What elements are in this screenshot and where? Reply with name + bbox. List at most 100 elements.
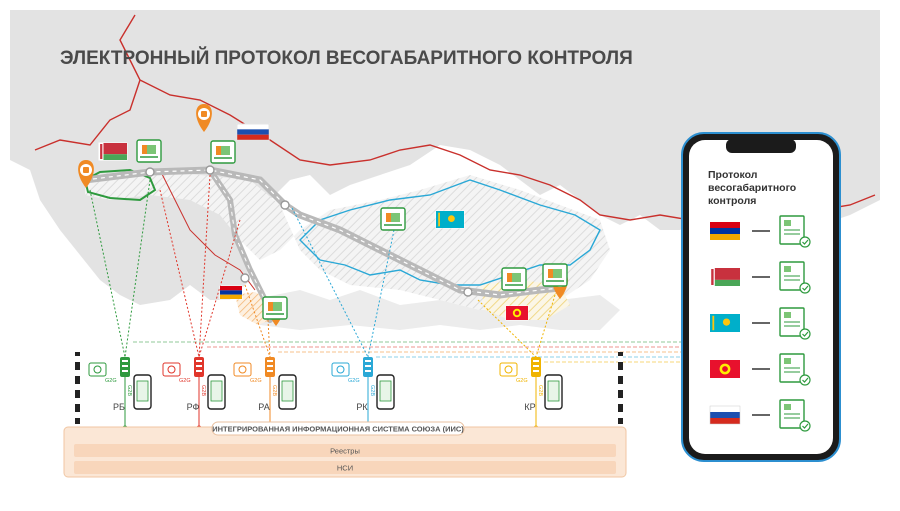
station-truck xyxy=(216,146,230,155)
doc-field xyxy=(784,266,791,272)
check-icon xyxy=(799,420,811,432)
g2g-box xyxy=(499,362,518,377)
pin-doc-icon xyxy=(83,167,89,173)
g2g-tag: G2G xyxy=(348,378,360,384)
server-slot xyxy=(533,365,539,367)
server-slot xyxy=(267,370,273,372)
road-junction xyxy=(205,165,215,175)
station-truck xyxy=(548,269,562,278)
flag-kz xyxy=(709,313,741,333)
protocol-row xyxy=(709,261,811,294)
location-pin-icon xyxy=(196,104,212,132)
transit-road-dash xyxy=(84,169,561,296)
g2g-box xyxy=(88,362,107,377)
flag-stripe xyxy=(220,290,242,295)
flag-kg xyxy=(709,359,741,379)
kazakhstan-border xyxy=(299,179,601,286)
flag-by xyxy=(709,267,741,287)
flag-stripe xyxy=(710,412,740,418)
road-junction xyxy=(145,167,155,177)
station-truck xyxy=(142,145,156,154)
protocol-row xyxy=(709,353,811,386)
flag-stripe xyxy=(99,143,127,155)
station-truck-cab xyxy=(548,269,553,278)
weigh-station-icon xyxy=(501,267,527,291)
server-slot xyxy=(365,365,371,367)
registries-label: Реестры xyxy=(330,447,360,456)
server-slot xyxy=(122,360,128,362)
flag-stripe xyxy=(710,279,740,286)
g2g-icon xyxy=(93,365,102,374)
flag-stripe xyxy=(237,124,269,130)
country-code-label: РК xyxy=(356,402,368,412)
country-code-label: КР xyxy=(524,402,535,412)
server-slot xyxy=(196,365,202,367)
flag-russia xyxy=(236,123,270,141)
weigh-station-icon xyxy=(210,140,236,164)
check-mark xyxy=(802,239,809,245)
road-junction xyxy=(240,273,250,283)
station-truck-cab xyxy=(386,213,391,222)
data-flow-line xyxy=(535,294,556,358)
flag-belarus xyxy=(98,142,128,161)
border-barrier-right xyxy=(618,352,623,424)
g2b-tag: G2B xyxy=(200,385,206,396)
station-truck-cab xyxy=(142,145,147,154)
pin-doc-icon xyxy=(201,111,207,117)
mobile-app-screen xyxy=(136,380,149,402)
server-slot xyxy=(365,360,371,362)
doc-field xyxy=(784,220,791,226)
data-flow-line xyxy=(159,189,200,358)
g2g-tag: G2G xyxy=(250,378,262,384)
map-landmass xyxy=(10,10,880,305)
flag-sun xyxy=(722,318,731,326)
g2g-icon xyxy=(504,365,513,374)
map-items xyxy=(78,104,568,326)
g2g-icon xyxy=(238,365,247,374)
g2g-tag: G2G xyxy=(179,378,191,384)
flag-ru xyxy=(709,405,741,425)
data-flow-line xyxy=(124,179,151,358)
doc-field xyxy=(784,358,791,364)
flag-am xyxy=(709,221,741,241)
weigh-station-icon xyxy=(262,296,288,320)
flag-sun-center xyxy=(722,366,728,372)
protocol-row xyxy=(709,399,811,432)
station-truck xyxy=(507,273,521,282)
weigh-station-icon xyxy=(542,263,568,287)
location-pin-icon xyxy=(78,160,94,188)
phone-title-line1: Протокол xyxy=(708,169,757,181)
check-mark xyxy=(802,285,809,291)
flag-sun xyxy=(448,215,455,223)
flag-stripe xyxy=(237,129,269,135)
data-flow-line xyxy=(367,229,395,358)
union-territory-hatch xyxy=(85,170,610,310)
station-truck xyxy=(268,302,282,311)
g2g-icon xyxy=(336,365,345,374)
g2g-box xyxy=(331,362,350,377)
g2g-tag: G2G xyxy=(516,378,528,384)
mobile-app-screen xyxy=(547,380,560,402)
country-code-label: РА xyxy=(258,402,269,412)
g2g-box xyxy=(233,362,252,377)
doc-field xyxy=(784,404,791,410)
phone-notch xyxy=(726,139,796,153)
g2b-tag: G2B xyxy=(126,385,132,396)
phone-protocol-list xyxy=(709,215,811,432)
g2b-tag: G2B xyxy=(369,385,375,396)
phone-title-line2: весогабаритного xyxy=(708,182,796,194)
system-name: ИНТЕГРИРОВАННАЯ ИНФОРМАЦИОННАЯ СИСТЕМА С… xyxy=(212,425,464,434)
page-title: ЭЛЕКТРОННЫЙ ПРОТОКОЛ ВЕСОГАБАРИТНОГО КОН… xyxy=(60,47,633,69)
flag-ornament-pattern xyxy=(100,144,103,159)
flag-stripe xyxy=(710,418,740,424)
data-flow-line xyxy=(89,189,126,358)
flag-armenia xyxy=(219,285,243,300)
server-slot xyxy=(196,360,202,362)
check-mark xyxy=(802,331,809,337)
mobile-app-screen xyxy=(379,380,392,402)
server-slot xyxy=(533,370,539,372)
station-truck xyxy=(386,213,400,222)
